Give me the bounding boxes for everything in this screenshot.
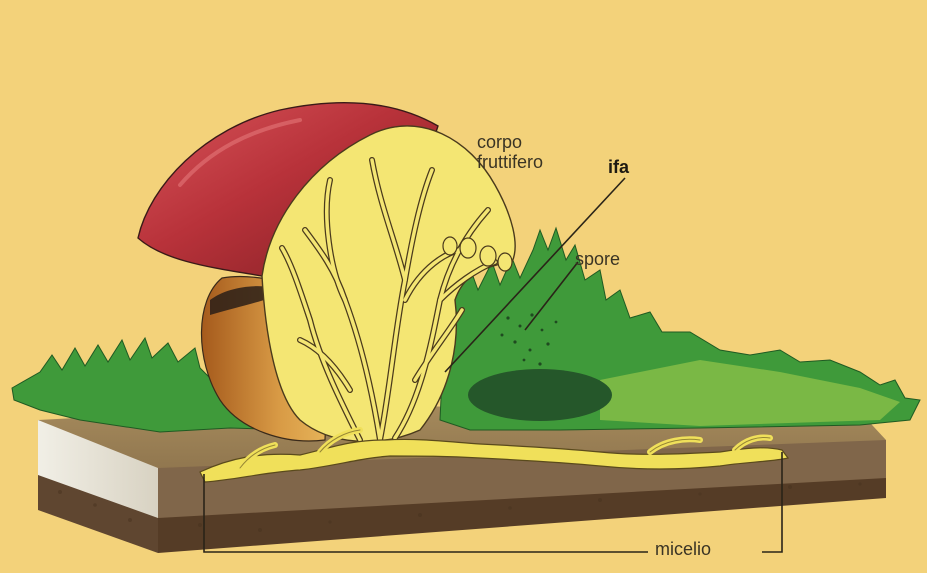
- mushroom-shadow: [468, 369, 612, 421]
- fruiting-body-label-line2: fruttifero: [477, 152, 543, 172]
- hypha-label: ifa: [608, 157, 629, 177]
- fruiting-body-label-line1: corpo: [477, 132, 522, 152]
- spores-label: spore: [575, 249, 620, 269]
- mycelium-label: micelio: [655, 539, 711, 559]
